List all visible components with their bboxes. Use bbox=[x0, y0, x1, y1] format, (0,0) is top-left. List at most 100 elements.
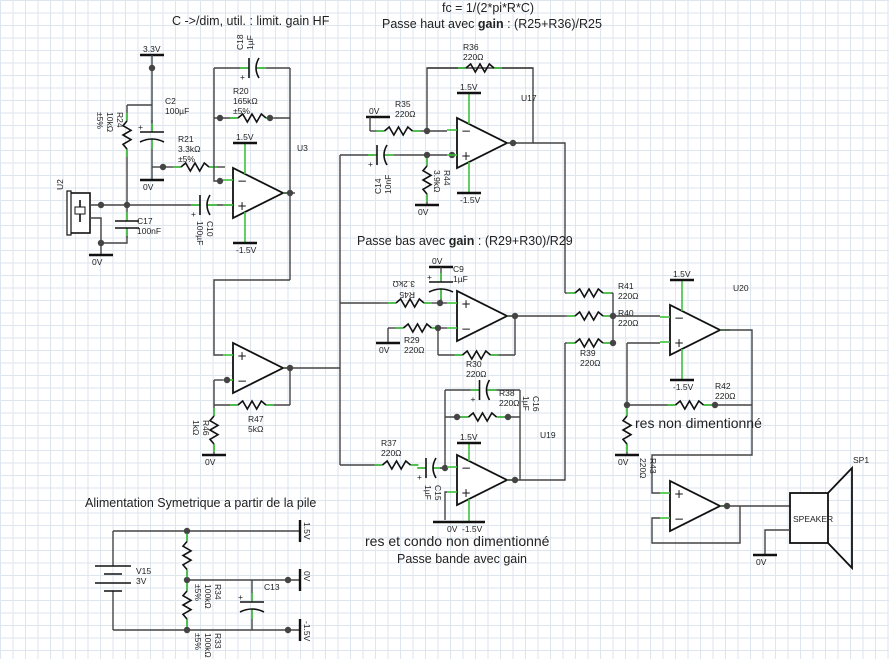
speaker-label: SPEAKER bbox=[793, 514, 833, 524]
rail-label: -1.5V bbox=[236, 245, 257, 255]
resistor-r20 bbox=[214, 112, 290, 124]
label: R44 bbox=[442, 170, 452, 186]
inverting-input-mark: − bbox=[237, 374, 247, 388]
inverting-input-mark: − bbox=[674, 512, 684, 526]
capacitor-c14: + bbox=[360, 144, 400, 169]
label: 100µF bbox=[165, 106, 189, 116]
label: C14 bbox=[373, 178, 383, 194]
label: R46 bbox=[201, 420, 211, 436]
note-part: Passe haut avec bbox=[382, 17, 478, 31]
annotation: Alimentation Symetrique a partir de la p… bbox=[85, 496, 316, 510]
highpass-note: Passe haut avec gain : (R25+R36)/R25 bbox=[382, 17, 602, 31]
rail-label: 0V bbox=[92, 257, 103, 267]
note-part: Passe bas avec bbox=[357, 234, 449, 248]
opamp-u20: −+ bbox=[660, 280, 730, 380]
component-label: U20 bbox=[733, 283, 749, 293]
wire bbox=[651, 506, 741, 544]
label: V15 bbox=[136, 566, 151, 576]
label: 3.2kΩ bbox=[393, 279, 415, 289]
capacitor-c17 bbox=[115, 212, 139, 238]
polarity-plus-mark: + bbox=[238, 592, 243, 602]
label: 220Ω bbox=[618, 318, 639, 328]
resistor-r40 bbox=[565, 310, 613, 322]
label: R21 bbox=[178, 134, 194, 144]
noninverting-input-mark: + bbox=[461, 149, 471, 163]
lowpass-note: Passe bas avec gain : (R29+R30)/R29 bbox=[357, 234, 573, 248]
opamp-u19: −+ bbox=[447, 453, 517, 507]
polarity-plus-mark: + bbox=[427, 272, 432, 282]
label: 220Ω bbox=[638, 458, 648, 479]
label: 100kΩ bbox=[203, 633, 213, 658]
junction-node bbox=[453, 413, 461, 421]
label: C2 bbox=[165, 96, 176, 106]
speaker-sp1 bbox=[789, 465, 853, 571]
note-part: gain bbox=[449, 234, 475, 248]
label: 10nF bbox=[383, 175, 393, 194]
rail-label: 1.5V bbox=[302, 522, 312, 540]
label: ±5% bbox=[193, 633, 203, 650]
polarity-plus-mark: + bbox=[417, 472, 422, 482]
rail-label: -1.5V bbox=[302, 621, 312, 642]
rail-label: 1.5V bbox=[236, 132, 254, 142]
component-label: SP1 bbox=[853, 455, 869, 465]
label: 220Ω bbox=[580, 358, 601, 368]
rail-label: -1.5V bbox=[462, 524, 483, 534]
resistor-r41 bbox=[565, 287, 613, 299]
polarity-plus-mark: + bbox=[368, 159, 373, 169]
resistor-r21 bbox=[165, 161, 225, 173]
resistor-r44 bbox=[421, 155, 433, 205]
noninverting-input-mark: + bbox=[461, 297, 471, 311]
junction-node bbox=[511, 476, 519, 484]
junction-node bbox=[436, 299, 444, 307]
label: ±5% bbox=[178, 154, 195, 164]
wire bbox=[507, 343, 566, 481]
label: R47 bbox=[248, 414, 264, 424]
label: R30 bbox=[466, 359, 482, 369]
label: 220Ω bbox=[466, 369, 487, 379]
rail-label: 0V bbox=[618, 457, 629, 467]
rail-label: 1.5V bbox=[460, 432, 478, 442]
rail-label: 1.5V bbox=[673, 269, 691, 279]
capacitor-c9: + bbox=[427, 267, 454, 303]
component-label: U3 bbox=[297, 143, 308, 153]
junction-node bbox=[711, 401, 719, 409]
label: C9 bbox=[453, 264, 464, 274]
label: C15 bbox=[433, 485, 443, 501]
rail-label: 0V bbox=[143, 182, 154, 192]
label: ±5% bbox=[193, 584, 203, 601]
resistor-r37 bbox=[374, 459, 419, 471]
component-label: U17 bbox=[521, 93, 537, 103]
resistor-r35 bbox=[370, 125, 427, 137]
junction-node bbox=[266, 114, 274, 122]
label: 220Ω bbox=[715, 391, 736, 401]
polarity-plus-mark: + bbox=[471, 394, 476, 404]
opamp-u17: −+ bbox=[447, 93, 517, 193]
label: 3.3kΩ bbox=[178, 144, 200, 154]
wire bbox=[533, 142, 566, 293]
label: R41 bbox=[618, 281, 634, 291]
resistor-r47 bbox=[214, 399, 290, 411]
inverting-input-mark: − bbox=[674, 311, 684, 325]
label: 1µF bbox=[423, 485, 433, 500]
rail-label: 0V bbox=[369, 106, 380, 116]
label: 1kΩ bbox=[191, 420, 201, 435]
rail-label: 0V bbox=[418, 207, 429, 217]
annotation: Passe bande avec gain bbox=[397, 552, 527, 566]
capacitor-c16: + bbox=[445, 379, 520, 404]
label: R42 bbox=[715, 381, 731, 391]
note-part: gain bbox=[478, 17, 504, 31]
label: 220Ω bbox=[395, 109, 416, 119]
label: C17 bbox=[137, 216, 153, 226]
capacitor-c13: + bbox=[238, 580, 265, 630]
label: 100nF bbox=[137, 226, 161, 236]
label: R29 bbox=[404, 335, 420, 345]
inverting-input-mark: − bbox=[461, 461, 471, 475]
resistor-r36 bbox=[427, 62, 533, 74]
opamp-lowpass: +− bbox=[447, 289, 517, 343]
label: R45 bbox=[399, 290, 415, 300]
noninverting-input-mark: + bbox=[237, 199, 247, 213]
junction-node bbox=[148, 64, 156, 72]
rail-label: 0V bbox=[205, 457, 216, 467]
